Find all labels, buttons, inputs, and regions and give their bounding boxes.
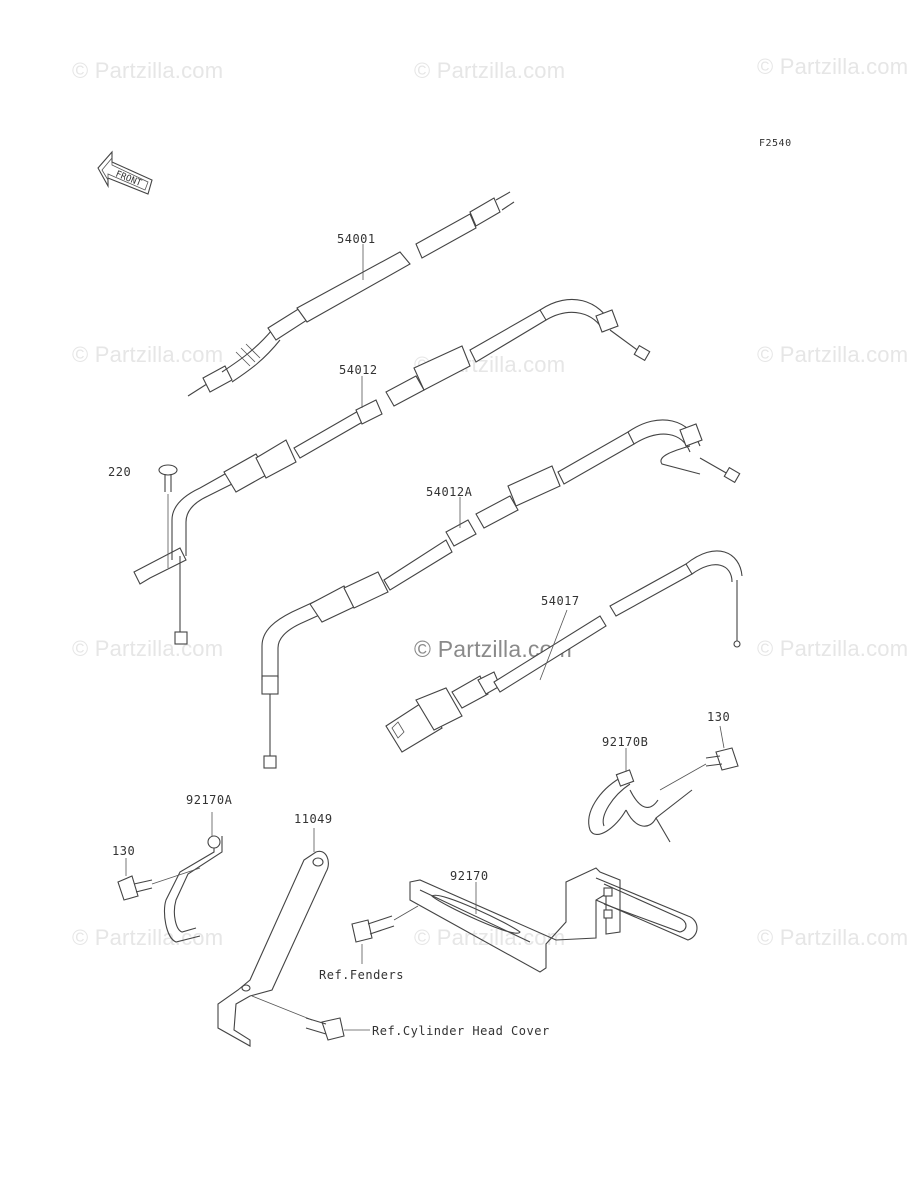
bolt-ref-cylinder bbox=[305, 1017, 370, 1041]
part-label-54017: 54017 bbox=[541, 594, 580, 608]
watermark: © Partzilla.com bbox=[757, 54, 909, 79]
watermark: © Partzilla.com bbox=[757, 636, 909, 661]
front-arrow-icon: FRONT bbox=[97, 150, 153, 195]
bolt-130-right bbox=[659, 725, 739, 791]
part-label-54012: 54012 bbox=[339, 363, 378, 377]
bolt-ref-fenders bbox=[351, 905, 419, 964]
watermark: © Partzilla.com bbox=[757, 925, 909, 950]
bracket-92170 bbox=[409, 867, 698, 973]
figure-code: F2540 bbox=[759, 138, 792, 149]
watermark: © Partzilla.com bbox=[72, 636, 224, 661]
part-label-11049: 11049 bbox=[294, 812, 333, 826]
bracket-11049 bbox=[217, 828, 329, 1047]
watermark: © Partzilla.com bbox=[72, 925, 224, 950]
watermark: © Partzilla.com bbox=[757, 342, 909, 367]
cable-54012A bbox=[261, 419, 741, 769]
part-label-92170b: 92170B bbox=[602, 735, 649, 749]
ref-label-cylinder-head-cover: Ref.Cylinder Head Cover bbox=[372, 1024, 550, 1038]
part-label-54001: 54001 bbox=[337, 232, 376, 246]
ref-label-fenders: Ref.Fenders bbox=[319, 968, 404, 982]
part-label-130-right: 130 bbox=[707, 710, 731, 724]
clamp-92170A bbox=[163, 812, 223, 943]
cable-54012 bbox=[133, 298, 651, 645]
part-label-130-left: 130 bbox=[112, 844, 136, 858]
screw-220 bbox=[158, 464, 178, 568]
part-label-220: 220 bbox=[108, 465, 132, 479]
clamp-92170B bbox=[588, 748, 693, 843]
part-label-54012a: 54012A bbox=[426, 485, 473, 499]
part-label-92170a: 92170A bbox=[186, 793, 233, 807]
watermark: © Partzilla.com bbox=[414, 925, 566, 950]
watermark: © Partzilla.com bbox=[72, 58, 224, 83]
cable-54001 bbox=[187, 191, 515, 397]
bolt-130-left bbox=[117, 858, 201, 901]
watermark: © Partzilla.com bbox=[72, 342, 224, 367]
cable-54017 bbox=[385, 550, 743, 753]
watermark: © Partzilla.com bbox=[414, 58, 566, 83]
part-label-92170: 92170 bbox=[450, 869, 489, 883]
